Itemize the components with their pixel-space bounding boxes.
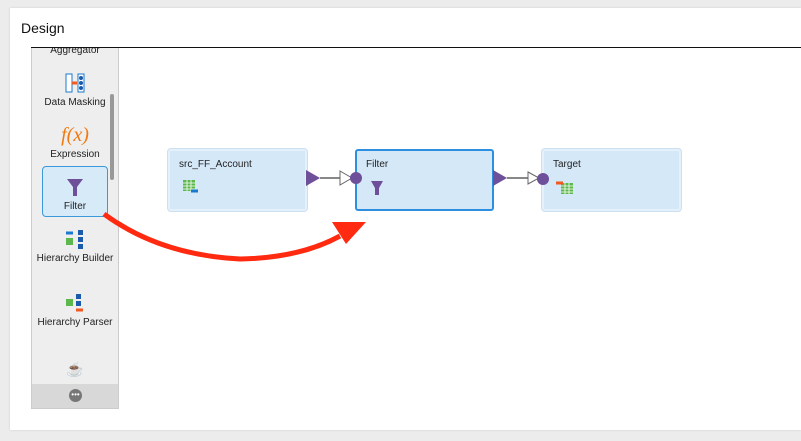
funnel-icon xyxy=(32,176,118,198)
node-label: src_FF_Account xyxy=(179,159,252,170)
palette-item-label: Hierarchy Parser xyxy=(37,317,113,328)
palette-item-label: Aggregator xyxy=(50,48,100,56)
palette-item-data-masking[interactable]: Data Masking xyxy=(32,72,118,109)
node-label: Target xyxy=(553,159,581,170)
palette-item-label: Data Masking xyxy=(44,97,106,108)
node-filter[interactable]: Filter xyxy=(355,149,494,211)
hierarchy-builder-icon xyxy=(32,228,118,250)
funnel-icon xyxy=(369,179,385,200)
palette-footer: ••• xyxy=(32,384,118,408)
page-title: Design xyxy=(21,20,65,36)
palette-item-expression[interactable]: f(x) Expression xyxy=(32,124,118,161)
palette-item-hierarchy-parser[interactable]: Hierarchy Parser xyxy=(32,292,118,329)
source-table-icon xyxy=(182,179,200,198)
hierarchy-parser-icon xyxy=(32,292,118,314)
divider xyxy=(31,47,801,48)
target-table-icon xyxy=(556,179,574,198)
ellipsis-icon[interactable]: ••• xyxy=(69,389,82,402)
node-target[interactable]: Target xyxy=(542,149,681,211)
palette-item-filter[interactable]: Filter xyxy=(32,176,118,213)
node-label: Filter xyxy=(366,159,389,170)
data-masking-icon xyxy=(32,72,118,94)
palette-item-hierarchy-builder[interactable]: Hierarchy Builder xyxy=(32,228,118,265)
expression-icon: f(x) xyxy=(61,124,89,146)
java-icon: ☕ xyxy=(66,361,84,377)
palette-item-label: Hierarchy Builder xyxy=(36,253,114,264)
palette-item-java[interactable]: ☕ xyxy=(32,358,118,383)
node-src-ff-account[interactable]: src_FF_Account xyxy=(168,149,307,211)
transformation-palette: Aggregator Data Masking f(x) Expression … xyxy=(31,48,119,409)
palette-item-label: Expression xyxy=(50,149,100,160)
palette-item-aggregator[interactable]: Aggregator xyxy=(32,48,118,57)
palette-item-label: Filter xyxy=(63,201,87,212)
design-panel xyxy=(10,8,801,430)
palette-scrollbar[interactable] xyxy=(110,94,114,180)
